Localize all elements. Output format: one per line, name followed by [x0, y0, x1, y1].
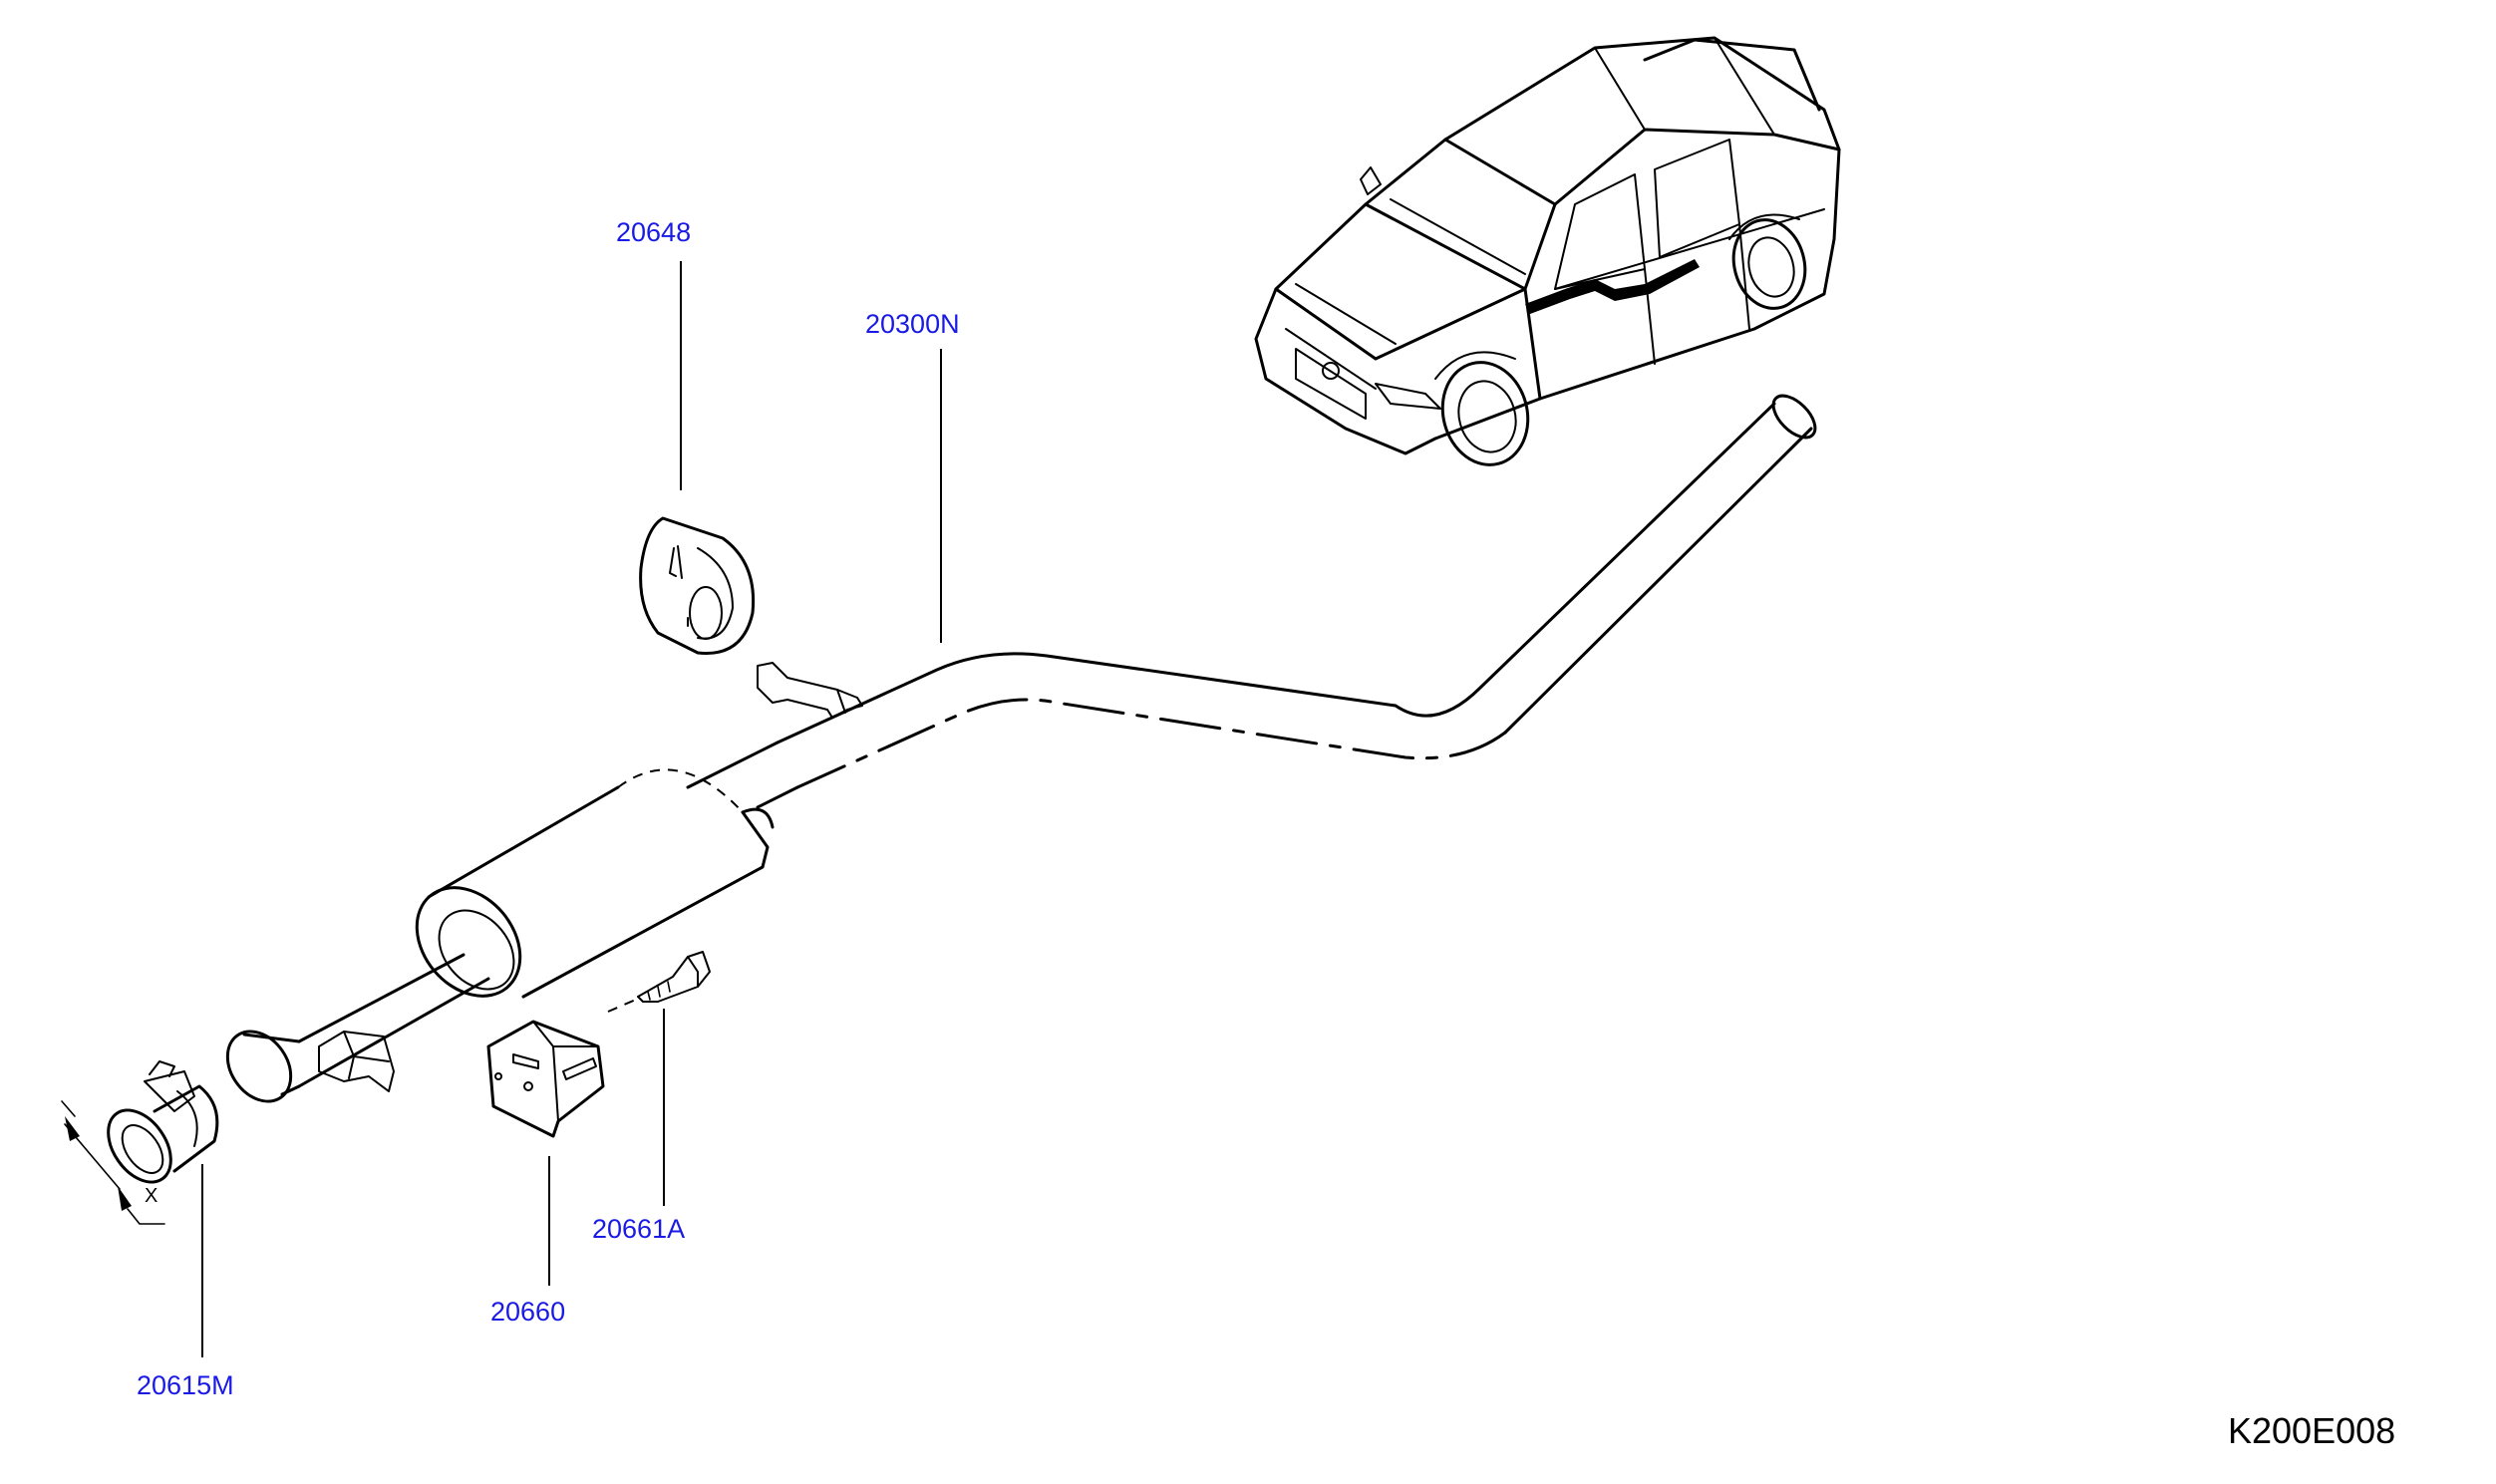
- leader-lines: [201, 261, 942, 1357]
- rubber-mount: [486, 1020, 605, 1138]
- part-label-20648[interactable]: 20648: [616, 217, 692, 247]
- car-illustration: [1254, 36, 1841, 466]
- dimension-x-label: X: [145, 1185, 158, 1207]
- rubber-hanger: [639, 516, 756, 655]
- bolt: [607, 951, 711, 1013]
- diagram-reference-code: K200E008: [2228, 1410, 2396, 1451]
- exhaust-pipe: [225, 394, 1817, 1103]
- pipe-clamp: [61, 1060, 219, 1225]
- part-label-20661A[interactable]: 20661A: [592, 1214, 686, 1244]
- part-label-20660[interactable]: 20660: [490, 1297, 566, 1327]
- part-label-20615M[interactable]: 20615M: [137, 1370, 234, 1400]
- part-label-20300N[interactable]: 20300N: [865, 309, 960, 339]
